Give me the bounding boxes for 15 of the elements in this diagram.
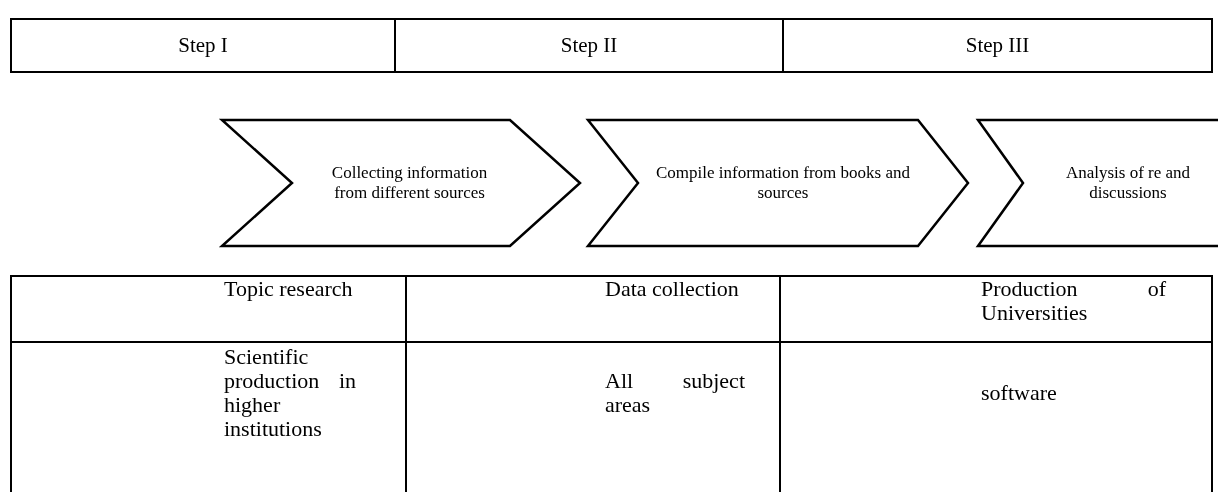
table-cell-text: Topic research [224, 277, 354, 302]
table-cell-text: Production of Universities [981, 277, 1166, 326]
table-cell-text: Scientific production in higher institutions [224, 344, 356, 442]
table-cell-text: Data collection [605, 277, 740, 302]
table-header-cell: Step III [782, 20, 1211, 71]
step-description: Compile information from books and sources [655, 162, 911, 204]
table-header-cell-text: Step I [177, 32, 229, 59]
table-cell-text: software [981, 380, 1058, 406]
step-description: Collecting information from different sources [330, 162, 489, 204]
chevron-step-shape [222, 120, 580, 246]
table-cell-text: All subject areas [605, 368, 745, 418]
table-header-cell: Step II [394, 20, 782, 71]
step-description: Analysis of re and discussions [1064, 162, 1192, 204]
chevron-step-shape [588, 120, 968, 246]
chevron-step-shape [978, 120, 1218, 246]
